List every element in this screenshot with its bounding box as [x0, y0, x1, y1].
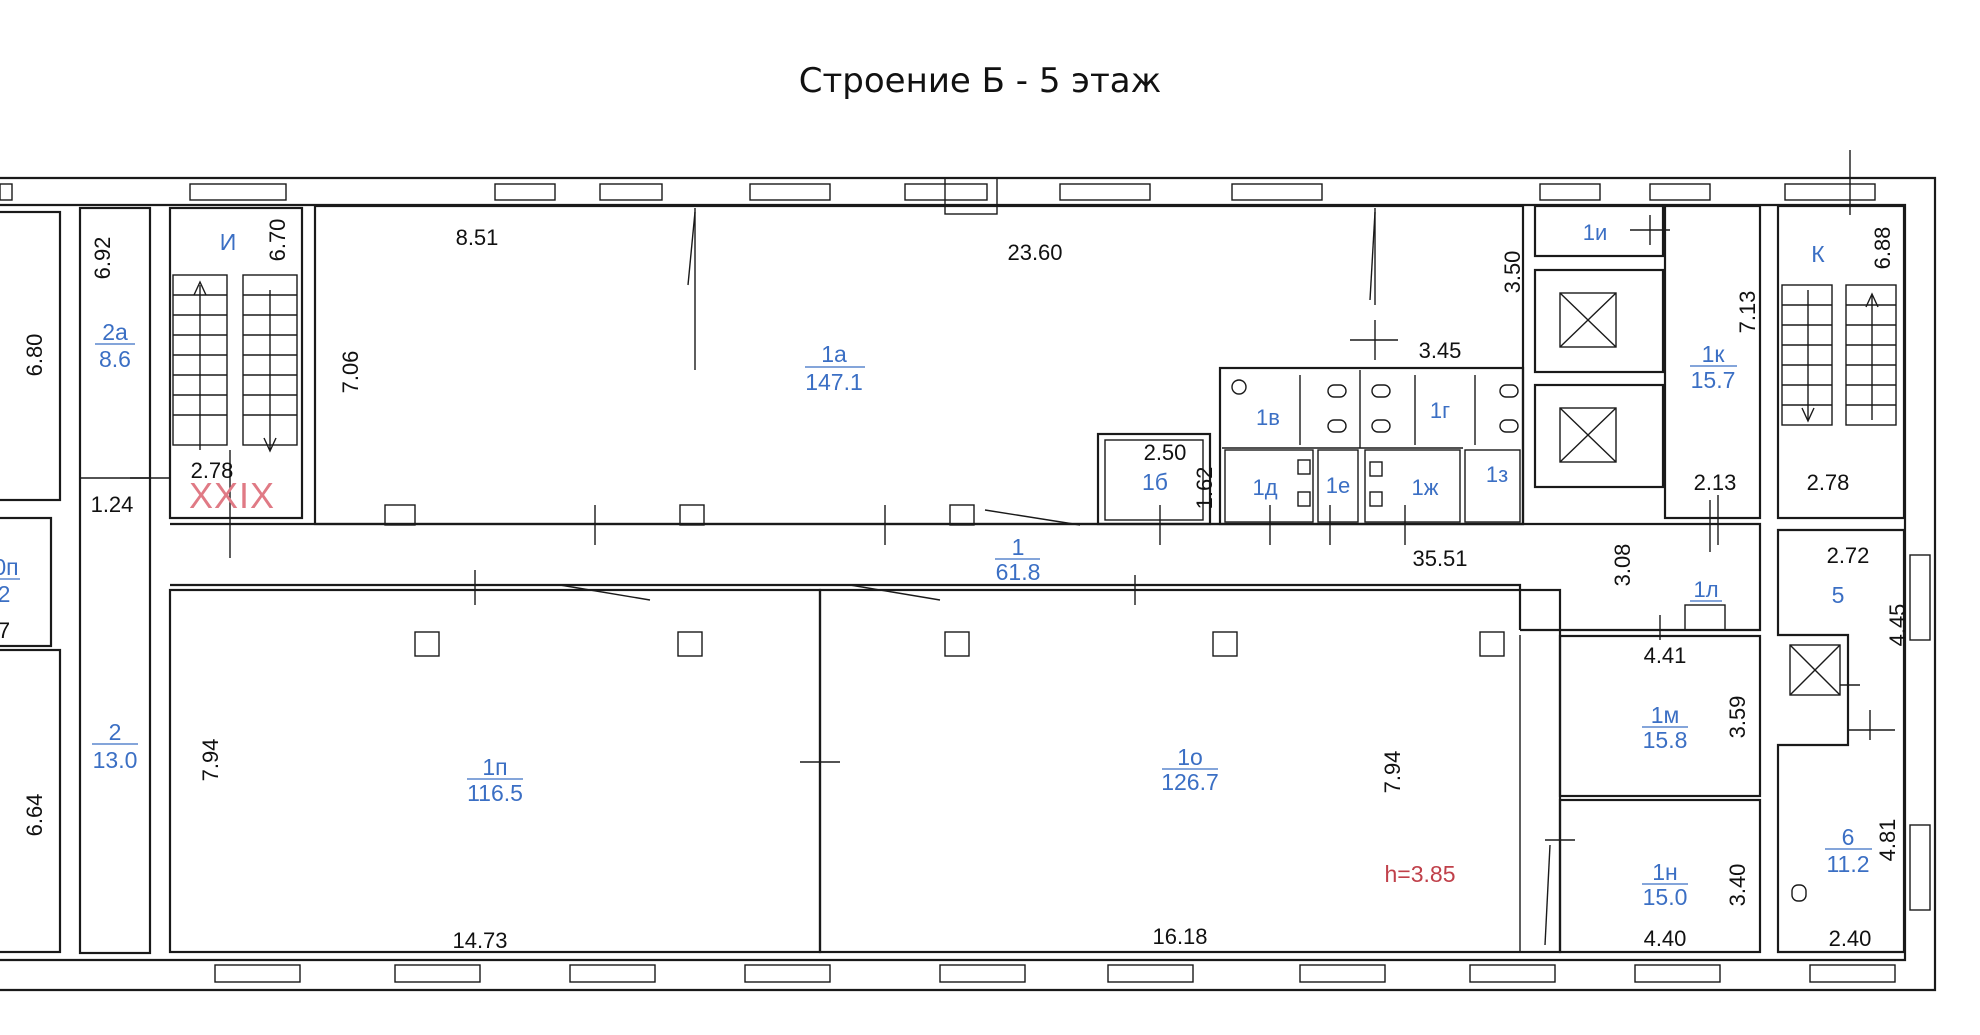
room-labels: 1а 147.1 1 61.8 1б 1в 1г 1д 1е 1ж 1з 1и … [0, 220, 1872, 910]
dim-label: 2.13 [1694, 470, 1737, 495]
room-area: 15.0 [1643, 884, 1688, 910]
dim-label: 3.40 [1725, 864, 1750, 907]
room-area: 126.7 [1161, 769, 1219, 795]
room-area: 15.8 [1643, 727, 1688, 753]
room-area: 116.5 [467, 780, 523, 806]
room-id: 1б [1142, 469, 1168, 495]
dim-label: 2.78 [1807, 470, 1850, 495]
dim-label: 1.62 [1192, 467, 1217, 510]
dim-label: 16.18 [1152, 924, 1207, 949]
room-id: 5 [1832, 582, 1845, 608]
dim-label: 23.60 [1007, 240, 1062, 265]
dim-label: 14.73 [452, 928, 507, 953]
room-area: 8.6 [99, 346, 131, 372]
room-id: 1а [821, 341, 847, 367]
room-id: 1м [1651, 702, 1680, 728]
room-id: 1п [482, 754, 507, 780]
room-id: 1е [1326, 473, 1350, 498]
room-area: 147.1 [805, 369, 863, 395]
corridor [170, 495, 1762, 640]
dim-label: 2.72 [1827, 543, 1870, 568]
dim-label: 7.06 [338, 351, 363, 394]
elevator-block [1533, 204, 1762, 552]
room-id: 1з [1486, 462, 1508, 487]
stair-k [1776, 150, 1906, 520]
dim-label: 7.94 [198, 739, 223, 782]
room-id: 6 [1842, 824, 1855, 850]
room-area: 2 [0, 581, 10, 607]
dim-label: 3.45 [1419, 338, 1462, 363]
dim-label: 4.41 [1644, 643, 1687, 668]
dim-label: 7 [0, 618, 10, 643]
dim-label: 4.45 [1885, 604, 1910, 647]
room-id: 1ж [1412, 475, 1439, 500]
dim-label: 8.51 [456, 225, 499, 250]
room-id: 1в [1256, 405, 1280, 430]
dim-label: 7.13 [1735, 291, 1760, 334]
room-area: 13.0 [93, 747, 138, 773]
dim-label: 6.92 [90, 237, 115, 280]
dim-label: 4.81 [1875, 819, 1900, 862]
dim-label: 2.50 [1144, 440, 1187, 465]
dim-label: 6.80 [22, 334, 47, 377]
room-area: 11.2 [1826, 851, 1869, 877]
room-id: 2 [109, 719, 122, 745]
room-id: 0п [0, 554, 19, 580]
room-id: 1г [1430, 398, 1450, 423]
dim-label: 3.08 [1610, 544, 1635, 587]
dim-label: 2.78 [191, 458, 234, 483]
dim-label: 4.40 [1644, 926, 1687, 951]
dim-label: 3.59 [1725, 696, 1750, 739]
dim-label: 35.51 [1412, 546, 1467, 571]
room-id: И [220, 229, 237, 255]
room-id: 1о [1177, 744, 1203, 770]
plan-title: Строение Б - 5 этаж [799, 61, 1161, 101]
lower-right-block [1776, 528, 1906, 954]
right-rooms [1558, 634, 1762, 954]
dimension-labels: 8.51 23.60 3.45 2.78 1.24 2.50 35.51 2.1… [0, 219, 1910, 953]
ceiling-height: h=3.85 [1385, 861, 1456, 887]
dim-label: 6.70 [265, 219, 290, 262]
lower-rooms [168, 588, 1575, 954]
dim-label: 1.24 [91, 492, 134, 517]
left-edge-rooms [0, 206, 170, 955]
dim-label: 3.50 [1500, 251, 1525, 294]
room-id: 1к [1702, 341, 1726, 367]
room-id: К [1811, 241, 1825, 267]
dim-label: 2.40 [1829, 926, 1872, 951]
dim-label: 6.64 [22, 794, 47, 837]
room-id: 2а [102, 319, 128, 345]
room-id: 1д [1252, 475, 1277, 500]
room-area: 61.8 [996, 559, 1041, 585]
room-area: 15.7 [1691, 367, 1736, 393]
room-id: 1 [1012, 534, 1025, 560]
dim-label: 6.88 [1870, 227, 1895, 270]
section-mark: XXIX [189, 475, 275, 516]
dim-label: 7.94 [1380, 751, 1405, 794]
stair-i [168, 206, 304, 558]
room-id: 1и [1583, 220, 1608, 245]
room-id: 1л [1693, 577, 1718, 602]
room-id: 1н [1652, 859, 1678, 885]
